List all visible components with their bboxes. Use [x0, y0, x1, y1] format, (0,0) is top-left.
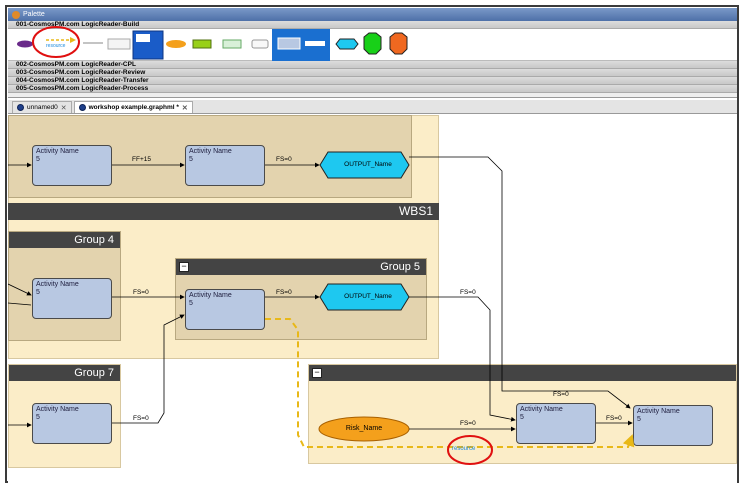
activity-name: Activity Name	[36, 406, 79, 413]
palette-item-green-octagon[interactable]	[363, 32, 382, 55]
activity-duration: 5	[520, 414, 524, 421]
wbs1-title: WBS1	[8, 203, 439, 220]
palette-section-review[interactable]: 003-CosmosPM.com LogicReader-Review	[8, 69, 737, 77]
palette-title: Palette	[23, 11, 45, 18]
risk-label: Risk_Name	[345, 425, 383, 432]
graph-edges	[8, 151, 635, 465]
link-label: FS=0	[276, 156, 292, 163]
link-label: FS=0	[276, 289, 292, 296]
activity-name: Activity Name	[637, 408, 680, 415]
palette-section-transfer[interactable]: 004-CosmosPM.com LogicReader-Transfer	[8, 77, 737, 85]
palette-resource-label: resource	[46, 43, 66, 49]
palette-item-output[interactable]	[335, 38, 359, 50]
close-icon[interactable]: ✕	[60, 104, 67, 112]
link-label: FS=0	[606, 415, 622, 422]
output-node[interactable]	[319, 151, 410, 179]
resource-annotation-circle	[447, 435, 493, 465]
activity-duration: 5	[36, 156, 40, 163]
palette-items: resource	[8, 26, 737, 61]
palette-item-blue-block[interactable]	[132, 30, 164, 60]
palette-section-label: 003-CosmosPM.com LogicReader-Review	[16, 69, 146, 76]
activity-name: Activity Name	[36, 148, 79, 155]
palette-annotation-circle	[32, 26, 80, 58]
activity-name: Activity Name	[189, 292, 232, 299]
group5-header: − Group 5	[176, 259, 426, 275]
activity-name: Activity Name	[36, 281, 79, 288]
link-label: FS=0	[460, 289, 476, 296]
palette-item-light[interactable]	[222, 39, 242, 49]
palette-icon	[12, 10, 20, 19]
palette-item-green[interactable]	[192, 39, 212, 49]
resource-link[interactable]	[265, 318, 635, 448]
graph-icon	[17, 104, 24, 111]
close-icon[interactable]: ✕	[181, 104, 188, 112]
palette-section-build[interactable]: 001-CosmosPM.com LogicReader-Build	[8, 21, 737, 29]
graph-canvas[interactable]: WBS1 Group 4 − Group 5 Group 7 − Activit…	[8, 115, 737, 483]
palette-section-cpl[interactable]: 002-CosmosPM.com LogicReader-CPL	[8, 61, 737, 69]
link-label: FF+15	[132, 156, 151, 163]
activity-duration: 5	[36, 414, 40, 421]
group4-title: Group 4	[9, 232, 120, 248]
palette-item-risk[interactable]	[166, 40, 186, 48]
group5-title: Group 5	[380, 261, 420, 273]
graph-icon	[78, 104, 86, 111]
palette-item-resource[interactable]: resource	[46, 37, 76, 49]
activity-duration: 5	[189, 156, 193, 163]
palette-item-blank[interactable]	[251, 39, 269, 49]
activity-name: Activity Name	[189, 148, 232, 155]
collapse-icon[interactable]: −	[179, 262, 189, 272]
output-label: OUTPUT_Name	[344, 293, 392, 300]
palette-item-box[interactable]	[107, 38, 131, 50]
palette-section-label: 001-CosmosPM.com LogicReader-Build	[16, 21, 140, 28]
activity-duration: 5	[36, 289, 40, 296]
palette-header: Palette	[8, 8, 737, 21]
tab-unnamed0[interactable]: unnamed0 ✕	[12, 101, 72, 113]
palette-section-label: 005-CosmosPM.com LogicReader-Process	[16, 85, 149, 92]
palette-item-purple-ellipse[interactable]	[17, 40, 33, 48]
resource-label: resource	[452, 446, 476, 452]
tab-label: unnamed0	[27, 104, 58, 111]
palette-panel: Palette 001-CosmosPM.com LogicReader-Bui…	[8, 8, 737, 98]
palette-section-label: 002-CosmosPM.com LogicReader-CPL	[16, 61, 136, 68]
palette-section-label: 004-CosmosPM.com LogicReader-Transfer	[16, 77, 149, 84]
link-label: FS=0	[460, 420, 476, 427]
palette-section-process[interactable]: 005-CosmosPM.com LogicReader-Process	[8, 85, 737, 93]
editor-tabbar: unnamed0 ✕ workshop example.graphml * ✕	[8, 100, 737, 114]
activity-duration: 5	[189, 300, 193, 307]
collapse-icon[interactable]: −	[312, 368, 322, 378]
wbs1-header[interactable]: WBS1	[8, 203, 439, 220]
tab-workshop-example[interactable]: workshop example.graphml * ✕	[73, 101, 193, 113]
link-label: FS=0	[133, 415, 149, 422]
link-label: FS=0	[133, 289, 149, 296]
palette-item-selected[interactable]	[272, 29, 330, 61]
palette-item-orange-octagon[interactable]	[389, 32, 408, 55]
link-label: FS=0	[553, 391, 569, 398]
group7-title: Group 7	[9, 365, 120, 381]
palette-items-svg: resource	[17, 26, 408, 61]
tab-label: workshop example.graphml *	[88, 104, 179, 111]
activity-name: Activity Name	[520, 406, 563, 413]
activity-duration: 5	[637, 416, 641, 423]
right-group-header: −	[309, 365, 736, 381]
output-label: OUTPUT_Name	[344, 161, 392, 168]
